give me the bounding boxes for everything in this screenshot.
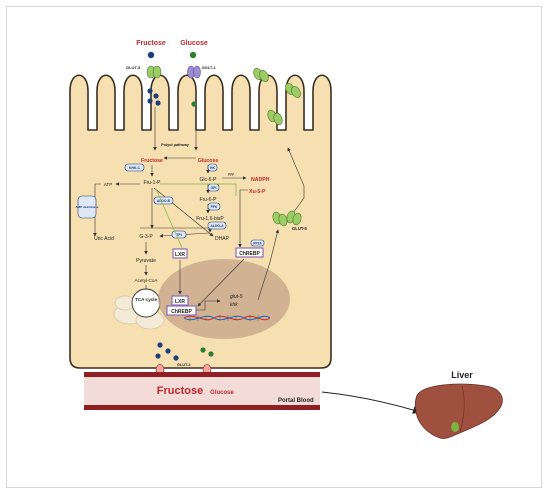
- lxr-nucleus-label: LXR: [175, 299, 185, 305]
- lxr-cytosol-label: LXR: [175, 252, 185, 258]
- aldoa-enzyme-badge: [207, 221, 227, 230]
- xu5p-node: Xu-5-P: [249, 189, 266, 195]
- dna-helix: [183, 315, 271, 321]
- fructose-molecule: [147, 51, 155, 59]
- khk-gene-label: khk: [230, 302, 238, 308]
- pfk-enzyme-badge: [207, 202, 221, 211]
- transcription-arrow: [196, 299, 221, 311]
- lxr-nucleus-box: [171, 295, 189, 306]
- atp-node: ATP: [104, 182, 113, 187]
- basolateral-sugars: [155, 342, 214, 361]
- chrebp-nucleus-label: ChREBP: [171, 309, 192, 315]
- polyol-pathway-label: Polyol pathway: [161, 143, 190, 147]
- uric-acid-node: Uric Acid: [94, 236, 114, 242]
- gpi-enzyme-label: GPI: [211, 186, 217, 190]
- tpi-enzyme-label: TPI: [176, 233, 181, 237]
- lxr-cytosol-box: [172, 248, 188, 259]
- fru16bp-node: Fru-1,6-bisP: [196, 216, 224, 222]
- glucose-top-label: Glucose: [180, 40, 208, 47]
- chrebp-nucleus-box: [166, 305, 197, 316]
- fructose-top-label: Fructose: [136, 40, 166, 47]
- fru6p-node: Fru-6-P: [200, 197, 218, 203]
- fructose-molecules-villus: [147, 88, 161, 106]
- portal-blood-vessel: [84, 372, 320, 410]
- sglt1-transporter: [187, 65, 201, 79]
- glut5-gene-label: glut-5: [230, 294, 243, 300]
- dhap-node: DHAP: [215, 236, 230, 242]
- amp-deaminase-label: AMP deaminase: [76, 205, 99, 209]
- pp2a-enzyme-label: PP2A: [253, 241, 262, 245]
- pfk-enzyme-label: PFK: [211, 205, 218, 209]
- glut5-vesicles: [272, 210, 302, 227]
- tca-label: TCA cycle: [135, 297, 157, 302]
- amp-deaminase-badge: [77, 195, 97, 219]
- glut5-top-label: GLUT-5: [126, 65, 141, 70]
- regulation-line-green: [160, 183, 237, 196]
- fructose-node: Fructose: [141, 158, 163, 164]
- figure-frame: [6, 6, 542, 488]
- khk-enzyme-badge: [124, 163, 145, 172]
- blood-glucose-label: Glucose: [210, 390, 234, 396]
- aldoa-enzyme-label: ALDO-A: [210, 224, 224, 228]
- aldob-enzyme-badge: [153, 196, 174, 205]
- portal-blood-label: Portal Blood: [278, 398, 314, 404]
- glut5-transporter-top: [146, 65, 162, 79]
- chrebp-cytosol-box: [235, 247, 264, 258]
- fru1p-node: Fru-1-P: [144, 180, 162, 186]
- hk-enzyme-label: HK: [210, 166, 215, 170]
- glucose-molecule-villus: [191, 101, 197, 107]
- glc6p-node: Glc-6-P: [200, 177, 218, 183]
- ppp-label: ppp: [228, 172, 234, 176]
- hk-enzyme-badge: [207, 163, 218, 172]
- portal-to-liver-arrow: [321, 391, 421, 414]
- glucose-molecule: [189, 51, 197, 59]
- g3p-node: G-3-P: [139, 234, 153, 240]
- liver-illustration: [415, 383, 503, 439]
- pyruvate-node: Pyruvate: [136, 258, 156, 264]
- glut5-side-label: GLUT-5: [292, 226, 308, 231]
- khk-enzyme-label: KHK-C: [129, 166, 140, 170]
- glut5-transporters-apical: [253, 68, 301, 126]
- nucleus: [158, 259, 290, 339]
- acetyl-coa-node: Acetyl-CoA: [135, 278, 159, 283]
- nadph-node: NADPH: [251, 177, 270, 183]
- glucose-node: Glucose: [198, 158, 219, 164]
- chrebp-cytosol-label: ChREBP: [239, 251, 260, 257]
- blood-fructose-label: Fructose: [157, 385, 203, 397]
- aldob-enzyme-label: ALDO-B: [157, 199, 171, 203]
- liver-label: Liver: [451, 370, 473, 380]
- sglt1-label: SGLT-1: [202, 65, 216, 70]
- glut2-label: GLUT-2: [177, 363, 191, 367]
- pp2a-enzyme-badge: [250, 239, 265, 247]
